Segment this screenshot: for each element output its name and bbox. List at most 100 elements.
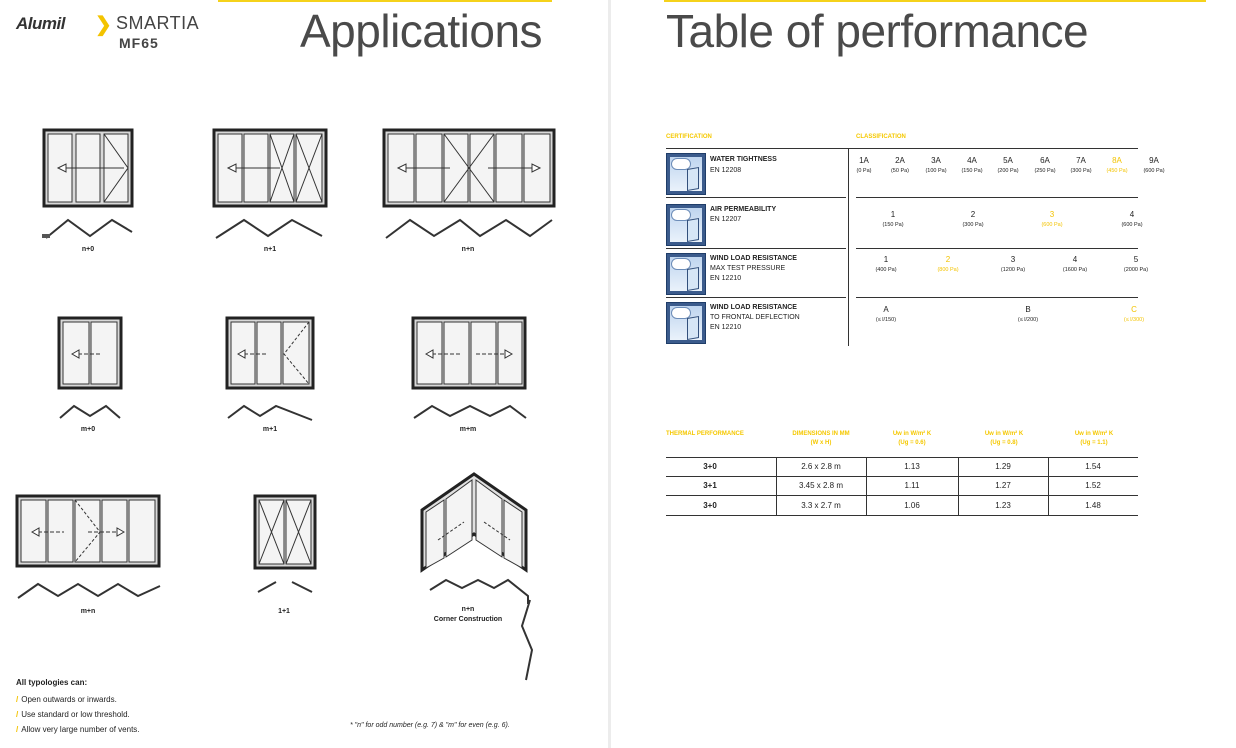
diagram-label: n+n [461, 606, 475, 613]
classification-value: 1A(0 Pa) [856, 156, 872, 174]
table-rule [666, 197, 846, 198]
cert-sub: EN 12208 [710, 167, 742, 174]
diagram-m-plus-1 [225, 316, 315, 421]
classification-value: 7A(300 Pa) [1070, 156, 1092, 174]
thermal-cell: 1.52 [1085, 481, 1101, 490]
thermal-header: Uw in W/m² K(Ug = 0.6) [892, 431, 932, 446]
diagram-label: 1+1 [278, 608, 290, 615]
thermal-header: Uw in W/m² K(Ug = 0.8) [984, 431, 1024, 446]
diagram-m-plus-n [15, 494, 161, 599]
table-rule [776, 457, 777, 515]
air-permeability-icon [666, 204, 706, 246]
thermal-cell: 2.6 x 2.8 m [801, 462, 841, 471]
cert-sub: MAX TEST PRESSURE [710, 265, 786, 272]
thermal-cell: 1.06 [904, 501, 920, 510]
thermal-typology: 3+0 [703, 462, 717, 471]
diagram-label: m+1 [262, 426, 278, 433]
page-divider [608, 0, 611, 748]
table-rule [1048, 457, 1049, 515]
brand-arrow-icon: ❯ [95, 14, 112, 36]
diagram-corner-construction [420, 472, 534, 681]
table-rule [666, 297, 846, 298]
table-rule [666, 495, 1138, 496]
thermal-header: THERMAL PERFORMANCE [666, 431, 744, 437]
diagram-n-plus-1 [212, 128, 328, 239]
classification-value: 4(1600 Pa) [1062, 255, 1088, 273]
header-certification: CERTIFICATION [666, 134, 712, 140]
cert-title: WATER TIGHTNESS [710, 156, 777, 163]
page-title: Table of performance [666, 5, 1089, 57]
diagram-label: n+1 [263, 246, 277, 253]
classification-value: 9A(600 Pa) [1143, 156, 1165, 174]
table-rule [958, 457, 959, 515]
cert-title: AIR PERMEABILITY [710, 206, 777, 213]
classification-value: 4A(150 Pa) [961, 156, 983, 174]
thermal-cell: 1.23 [995, 501, 1011, 510]
table-rule [666, 515, 1138, 516]
thermal-cell: 1.48 [1085, 501, 1101, 510]
table-rule [666, 457, 1138, 458]
footnote: * "n" for odd number (e.g. 7) & "m" for … [350, 722, 510, 729]
diagram-n-plus-n [382, 128, 556, 239]
accent-line [664, 0, 1206, 2]
page-title: Applications [300, 5, 543, 57]
cert-sub: EN 12210 [710, 324, 742, 331]
notes-item: /Allow very large number of vents. [16, 725, 140, 734]
table-rule [856, 248, 1138, 249]
notes: All typologies can: /Open outwards or in… [16, 678, 140, 740]
wind-load-deflection-icon [666, 302, 706, 344]
classification-value: 3(600 Pa) [1041, 210, 1063, 228]
cert-sub: TO FRONTAL DEFLECTION [710, 314, 800, 321]
notes-item: /Open outwards or inwards. [16, 695, 117, 704]
classification-value: A(≤ l/150) [875, 305, 897, 323]
brand-logo: Alumil [16, 14, 65, 33]
table-rule [866, 457, 867, 515]
classification-value: C(≤ l/300) [1123, 305, 1145, 323]
thermal-typology: 3+0 [703, 501, 717, 510]
diagram-label: n+0 [81, 246, 95, 253]
diagram-m-plus-m [411, 316, 527, 419]
classification-value: 2A(50 Pa) [890, 156, 910, 174]
classification-value: 5A(200 Pa) [997, 156, 1019, 174]
notes-item: /Use standard or low threshold. [16, 710, 130, 719]
wind-load-pressure-icon [666, 253, 706, 295]
table-rule [666, 248, 846, 249]
cert-title: WIND LOAD RESISTANCE [710, 255, 797, 262]
classification-value: 5(2000 Pa) [1123, 255, 1149, 273]
table-rule [856, 197, 1138, 198]
diagram-label: m+n [80, 608, 96, 615]
classification-value: 2(300 Pa) [962, 210, 984, 228]
thermal-typology: 3+1 [703, 481, 717, 490]
brand-model: MF65 [119, 35, 159, 51]
thermal-cell: 1.13 [904, 462, 920, 471]
left-page: Alumil ❯ SMARTIA MF65 Applications n+0 n… [0, 0, 608, 748]
thermal-cell: 1.27 [995, 481, 1011, 490]
header-classification: CLASSIFICATION [856, 134, 906, 140]
classification-value: 8A(450 Pa) [1106, 156, 1128, 174]
thermal-header: DIMENSIONS IN MM(W x H) [792, 431, 850, 446]
classification-value: 1(400 Pa) [875, 255, 897, 273]
thermal-cell: 3.3 x 2.7 m [801, 501, 841, 510]
classification-value: 4(600 Pa) [1121, 210, 1143, 228]
diagram-label: m+0 [80, 426, 96, 433]
accent-line [218, 0, 552, 2]
diagram-sublabel: Corner Construction [433, 616, 503, 623]
diagram-n-plus-0 [42, 128, 134, 239]
cert-title: WIND LOAD RESISTANCE [710, 304, 797, 311]
table-rule [666, 476, 1138, 477]
thermal-cell: 1.29 [995, 462, 1011, 471]
diagram-1-plus-1 [253, 494, 317, 593]
water-tightness-icon [666, 153, 706, 195]
notes-heading: All typologies can: [16, 678, 88, 687]
thermal-cell: 1.54 [1085, 462, 1101, 471]
table-rule [848, 148, 849, 346]
cert-sub: EN 12210 [710, 275, 742, 282]
classification-value: B(≤ l/200) [1017, 305, 1039, 323]
classification-value: 3A(100 Pa) [925, 156, 947, 174]
table-rule [666, 148, 1138, 149]
diagram-m-plus-0 [57, 316, 123, 419]
classification-value: 6A(250 Pa) [1034, 156, 1056, 174]
diagram-label: n+n [461, 246, 475, 253]
classification-value: 3(1200 Pa) [1000, 255, 1026, 273]
cert-sub: EN 12207 [710, 216, 742, 223]
